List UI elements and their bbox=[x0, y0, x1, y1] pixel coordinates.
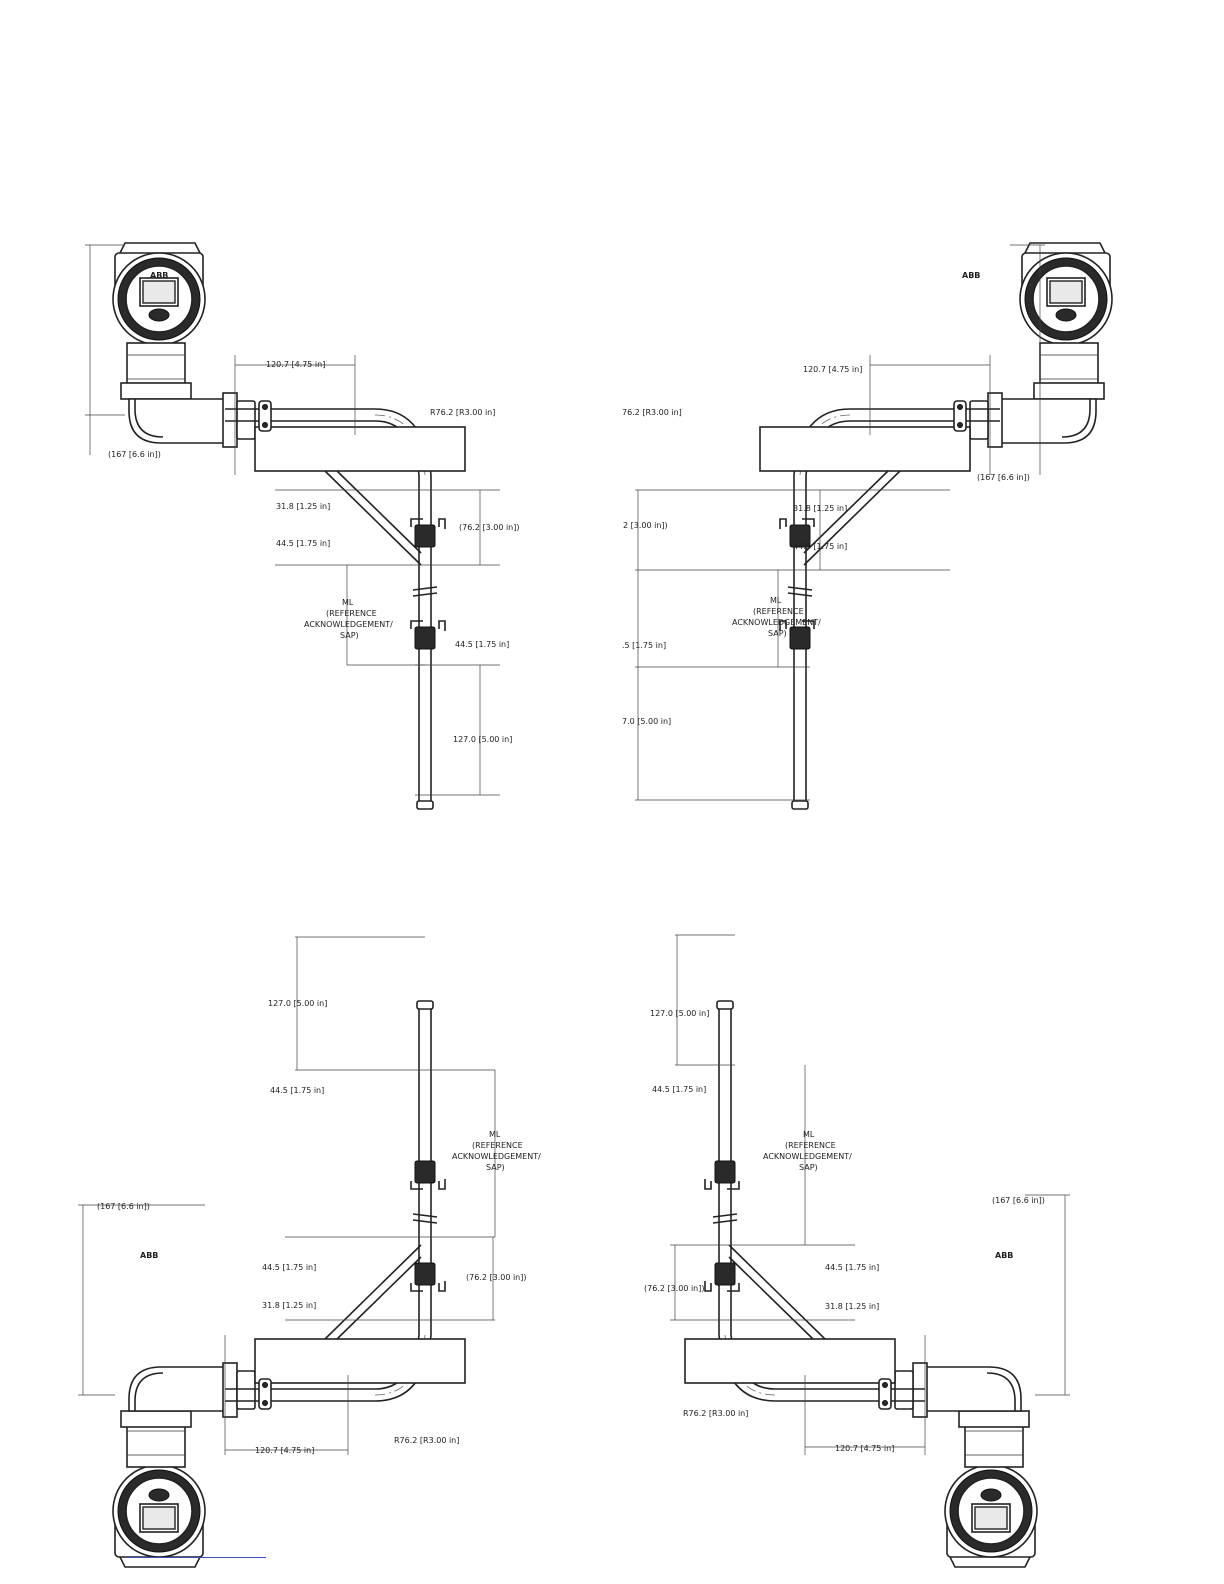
label-d44-lower-top-left: 44.5 [1.75 in] bbox=[455, 640, 509, 649]
label-ml-ref1-bottom-right: (REFERENCE bbox=[785, 1141, 836, 1150]
label-d31-bottom-left: 31.8 [1.25 in] bbox=[262, 1301, 316, 1310]
label-ml-ref1-top-left: (REFERENCE bbox=[326, 609, 377, 618]
label-d44-top-right: 44.5 [1.75 in] bbox=[793, 542, 847, 551]
label-ml-ref3-bottom-left: SAP) bbox=[486, 1163, 505, 1172]
label-ml-bottom-left: ML bbox=[489, 1130, 501, 1139]
abb-logo-bottom-right: ABB bbox=[995, 1251, 1013, 1260]
label-ml-ref2-bottom-left: ACKNOWLEDGEMENT/ bbox=[452, 1152, 541, 1161]
label-d76-bottom-right: (76.2 [3.00 in]) bbox=[644, 1284, 705, 1293]
label-d76-top-right: 2 [3.00 in]) bbox=[623, 521, 668, 530]
label-ml-bottom-right: ML bbox=[803, 1130, 815, 1139]
label-ml-ref3-top-right: SAP) bbox=[768, 629, 787, 638]
label-offset-top-right: 120.7 [4.75 in] bbox=[803, 365, 862, 374]
label-ml-top-right: ML bbox=[770, 596, 782, 605]
label-d31-top-right: 31.8 [1.25 in] bbox=[793, 504, 847, 513]
label-d44-bottom-left: 44.5 [1.75 in] bbox=[262, 1263, 316, 1272]
label-radius-top-left: R76.2 [R3.00 in] bbox=[430, 408, 495, 417]
label-ml-ref3-top-left: SAP) bbox=[340, 631, 359, 640]
label-width-bottom-right: (167 [6.6 in]) bbox=[992, 1196, 1045, 1205]
label-offset-bottom-right: 120.7 [4.75 in] bbox=[835, 1444, 894, 1453]
label-d76-top-left: (76.2 [3.00 in]) bbox=[459, 523, 520, 532]
label-d127-top-left: 127.0 [5.00 in] bbox=[453, 735, 512, 744]
label-width-top-left: (167 [6.6 in]) bbox=[108, 450, 161, 459]
label-d76-bottom-left: (76.2 [3.00 in]) bbox=[466, 1273, 527, 1282]
view-top-left bbox=[85, 242, 500, 810]
label-d31-bottom-right: 31.8 [1.25 in] bbox=[825, 1302, 879, 1311]
label-d31-top-left: 31.8 [1.25 in] bbox=[276, 502, 330, 511]
label-width-top-right: (167 [6.6 in]) bbox=[977, 473, 1030, 482]
view-top-right bbox=[635, 242, 1113, 810]
view-bottom-left bbox=[78, 936, 496, 1568]
label-ml-ref1-top-right: (REFERENCE bbox=[753, 607, 804, 616]
label-ml-ref2-bottom-right: ACKNOWLEDGEMENT/ bbox=[763, 1152, 852, 1161]
label-d127-top-right: 7.0 [5.00 in] bbox=[622, 717, 671, 726]
label-radius-bottom-left: R76.2 [R3.00 in] bbox=[394, 1436, 459, 1445]
abb-logo-bottom-left: ABB bbox=[140, 1251, 158, 1260]
label-d127-bottom-left: 127.0 [5.00 in] bbox=[268, 999, 327, 1008]
label-d44-upper-bottom-right: 44.5 [1.75 in] bbox=[652, 1085, 706, 1094]
label-offset-top-left: 120.7 [4.75 in] bbox=[266, 360, 325, 369]
label-radius-bottom-right: R76.2 [R3.00 in] bbox=[683, 1409, 748, 1418]
label-ml-ref2-top-left: ACKNOWLEDGEMENT/ bbox=[304, 620, 393, 629]
label-d44-lower-top-right: .5 [1.75 in] bbox=[622, 641, 666, 650]
label-d44-top-left: 44.5 [1.75 in] bbox=[276, 539, 330, 548]
label-ml-top-left: ML bbox=[342, 598, 354, 607]
label-radius-top-right: 76.2 [R3.00 in] bbox=[622, 408, 682, 417]
label-d127-bottom-right: 127.0 [5.00 in] bbox=[650, 1009, 709, 1018]
label-width-bottom-left: (167 [6.6 in]) bbox=[97, 1202, 150, 1211]
label-d44-upper-bottom-left: 44.5 [1.75 in] bbox=[270, 1086, 324, 1095]
footer-link-underline[interactable] bbox=[126, 1557, 266, 1558]
label-ml-ref2-top-right: ACKNOWLEDGEMENT/ bbox=[732, 618, 821, 627]
view-bottom-right bbox=[670, 934, 1070, 1568]
abb-logo-top-left: ABB bbox=[150, 271, 168, 280]
abb-logo-top-right: ABB bbox=[962, 271, 980, 280]
label-d44-bottom-right: 44.5 [1.75 in] bbox=[825, 1263, 879, 1272]
label-ml-ref1-bottom-left: (REFERENCE bbox=[472, 1141, 523, 1150]
label-ml-ref3-bottom-right: SAP) bbox=[799, 1163, 818, 1172]
label-offset-bottom-left: 120.7 [4.75 in] bbox=[255, 1446, 314, 1455]
